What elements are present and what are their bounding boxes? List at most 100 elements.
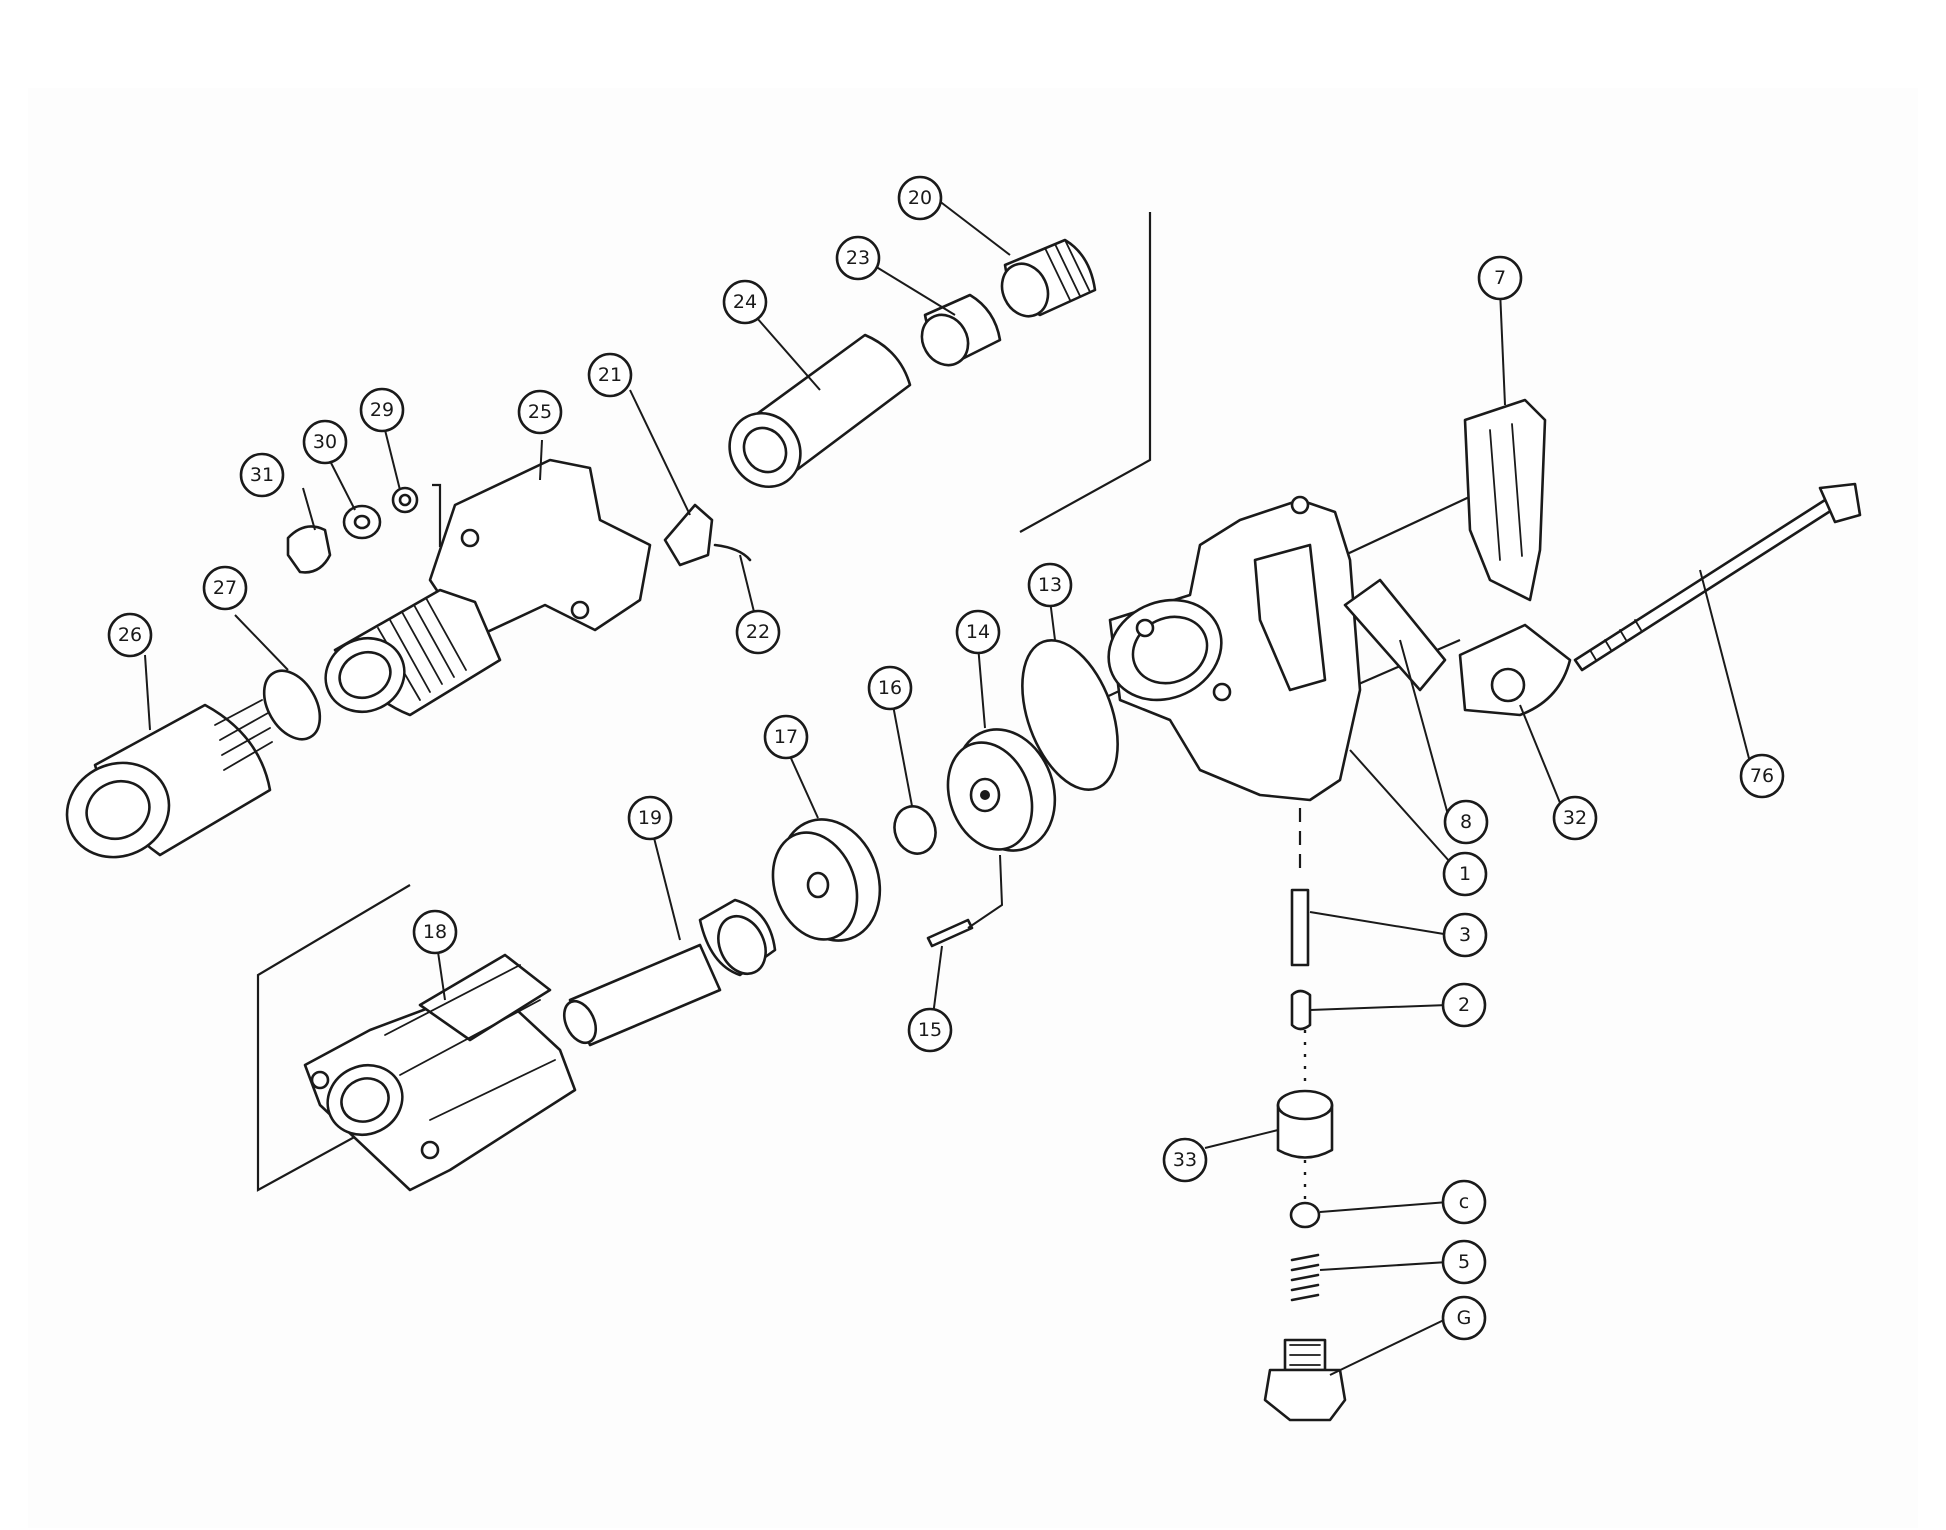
callout-33: 33 [1162, 1137, 1208, 1183]
callout-bubble [517, 389, 563, 435]
callout-25: 25 [517, 389, 563, 435]
callout-label: 19 [638, 807, 662, 829]
callout-20: 20 [897, 175, 943, 221]
callout-bubble [722, 279, 768, 325]
callout-bubble [735, 609, 781, 655]
part-8-slide [1343, 578, 1447, 692]
callout-76: 76 [1739, 753, 1785, 799]
callout-label: 22 [746, 621, 770, 643]
part-19-rotor-shaft [562, 898, 777, 1047]
part-26-sleeve [65, 699, 273, 859]
part-15-pin [926, 918, 974, 948]
callout-7: 7 [1477, 255, 1523, 301]
part-3-pin [1290, 888, 1310, 967]
part-16-disc [893, 805, 937, 855]
callout-bubble [907, 1007, 953, 1053]
part-2-plug [1290, 989, 1312, 1031]
callout-bubble [763, 714, 809, 760]
callout-bubble [1441, 982, 1487, 1028]
callout-label: 2 [1458, 994, 1470, 1016]
part-g-inlet-fitting [1263, 1338, 1347, 1422]
callout-bubble [1441, 1179, 1487, 1225]
callout-label: 29 [370, 399, 394, 421]
callout-15: 15 [907, 1007, 953, 1053]
callout-1: 1 [1442, 851, 1488, 897]
part-22-pin [713, 543, 752, 562]
part-31-cap-nut [286, 525, 332, 574]
part-27-ring [262, 669, 322, 741]
callout-26: 26 [107, 612, 153, 658]
callout-label: G [1457, 1307, 1472, 1329]
callout-label: 13 [1038, 574, 1062, 596]
part-7-trigger [1463, 398, 1547, 602]
callout-27: 27 [202, 565, 248, 611]
callout-bubble [1441, 1295, 1487, 1341]
callout-bubble [1552, 795, 1598, 841]
part-18-frame [303, 953, 577, 1192]
part-32-cam [1458, 623, 1572, 717]
callout-bubble [587, 352, 633, 398]
part-33-bushing [1276, 1089, 1334, 1159]
callout-5: 5 [1441, 1239, 1487, 1285]
callout-13: 13 [1027, 562, 1073, 608]
callout-bubble [867, 665, 913, 711]
callout-label: 33 [1173, 1149, 1197, 1171]
callout-label: 7 [1494, 267, 1506, 289]
callout-8: 8 [1443, 799, 1489, 845]
callout-label: 23 [846, 247, 870, 269]
part-1-handle-body [1107, 495, 1362, 802]
callout-bubble [1442, 912, 1488, 958]
part-29-small-nut [391, 486, 419, 514]
callout-g: G [1441, 1295, 1487, 1341]
part-5-spring [1290, 1253, 1320, 1302]
callout-label: 8 [1460, 811, 1472, 833]
callout-23: 23 [835, 235, 881, 281]
callout-label: 1 [1459, 863, 1471, 885]
callout-label: 30 [313, 431, 337, 453]
part-c-ball [1289, 1201, 1321, 1229]
callout-24: 24 [722, 279, 768, 325]
callout-bubble [1739, 753, 1785, 799]
callout-bubble [835, 235, 881, 281]
callout-label: 21 [598, 364, 622, 386]
callout-30: 30 [302, 419, 348, 465]
callout-2: 2 [1441, 982, 1487, 1028]
callout-label: 24 [733, 291, 757, 313]
callout-18: 18 [412, 909, 458, 955]
callout-label: 14 [966, 621, 990, 643]
callout-c: c [1441, 1179, 1487, 1225]
callout-bubble [1162, 1137, 1208, 1183]
callout-label: 18 [423, 921, 447, 943]
callout-bubble [302, 419, 348, 465]
callout-label: 25 [528, 401, 552, 423]
callout-bubble [1442, 851, 1488, 897]
callout-label: 5 [1458, 1251, 1470, 1273]
callout-17: 17 [763, 714, 809, 760]
callout-bubble [412, 909, 458, 955]
callout-bubble [1027, 562, 1073, 608]
callout-32: 32 [1552, 795, 1598, 841]
callout-label: 76 [1750, 765, 1774, 787]
part-76-bolt [1573, 482, 1862, 672]
callout-bubble [202, 565, 248, 611]
callout-label: 32 [1563, 807, 1587, 829]
part-24-sleeve [728, 333, 912, 489]
part-23-bushing [920, 293, 1002, 367]
part-25-housing [324, 458, 652, 717]
callout-bubble [955, 609, 1001, 655]
callout-19: 19 [627, 795, 673, 841]
callout-bubble [1441, 1239, 1487, 1285]
callout-bubble [107, 612, 153, 658]
callout-29: 29 [359, 387, 405, 433]
callout-bubble [239, 452, 285, 498]
callout-label: 17 [774, 726, 798, 748]
callout-bubble [1443, 799, 1489, 845]
callout-label: 16 [878, 677, 902, 699]
callout-label: 26 [118, 624, 142, 646]
callout-3: 3 [1442, 912, 1488, 958]
callout-label: 27 [213, 577, 237, 599]
callout-label: 15 [918, 1019, 942, 1041]
part-17-end-plate [771, 818, 882, 942]
part-30-washer [342, 504, 382, 540]
